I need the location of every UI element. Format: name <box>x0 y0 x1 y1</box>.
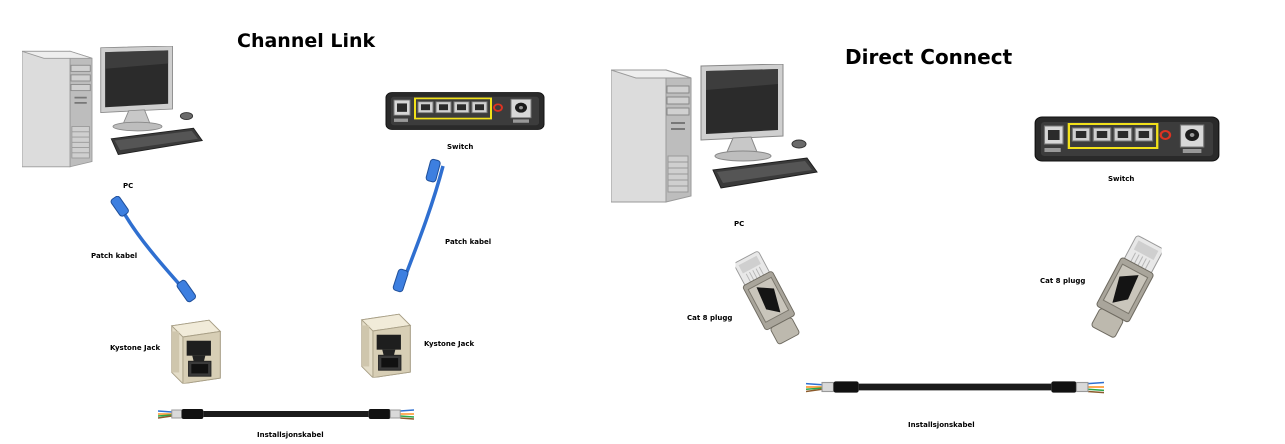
channel-link-title: Channel Link <box>237 30 375 52</box>
installation-cable-left <box>158 406 414 422</box>
patch-cable-right-label: Patch kabel <box>445 238 491 246</box>
keystone-jack-left <box>168 318 224 384</box>
cat8-plug-left <box>722 248 814 350</box>
pc-label-direct: PC <box>734 220 744 228</box>
installation-cable-right <box>806 378 1104 396</box>
switch-image-direct <box>1034 114 1220 164</box>
pc-image-direct <box>606 64 856 224</box>
switch-image <box>385 90 545 132</box>
keystone-jack-left-label: Kystone Jack <box>110 344 160 352</box>
direct-connect-title: Direct Connect <box>845 45 1012 69</box>
switch-label-direct: Switch <box>1108 175 1134 183</box>
cat8-plug-right-label: Cat 8 plugg <box>1040 277 1085 285</box>
pc-image <box>22 46 232 186</box>
patch-cable-right <box>388 158 458 298</box>
keystone-jack-right <box>358 312 414 378</box>
installation-cable-right-label: Installsjonskabel <box>908 421 975 429</box>
patch-cable-left <box>108 196 198 304</box>
patch-cable-left-label: Patch kabel <box>91 252 137 260</box>
pc-label: PC <box>123 182 133 190</box>
cat8-plug-left-label: Cat 8 plugg <box>687 314 732 322</box>
cat8-plug-right <box>1090 232 1162 344</box>
switch-label: Switch <box>447 143 473 151</box>
keystone-jack-right-label: Kystone Jack <box>424 340 474 348</box>
installation-cable-left-label: Installsjonskabel <box>257 431 324 439</box>
